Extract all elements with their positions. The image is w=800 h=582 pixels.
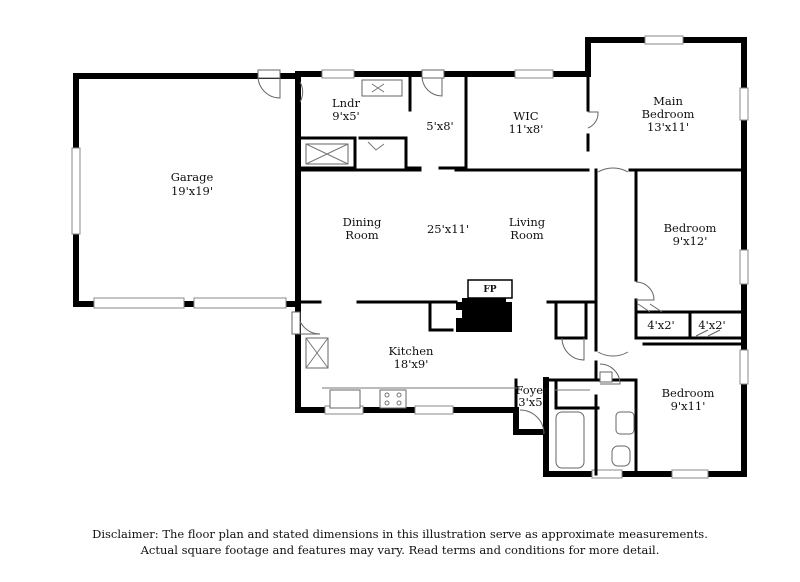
wic-dim: 11'x8' — [509, 122, 544, 136]
bedroom3-name: Bedroom — [662, 386, 715, 400]
main-bedroom-name1: Main — [653, 94, 683, 108]
living-name1: Living — [509, 215, 546, 229]
main-bedroom-dim: 13'x11' — [647, 120, 689, 134]
living-name2: Room — [510, 228, 544, 242]
dining-name1: Dining — [343, 215, 382, 229]
dining-name2: Room — [345, 228, 379, 242]
garage-dim: 19'x19' — [171, 184, 213, 198]
windows — [71, 35, 749, 479]
fixtures — [305, 79, 635, 469]
wic-name: WIC — [513, 109, 538, 123]
disclaimer-line-1: Disclaimer: The floor plan and stated di… — [92, 527, 708, 541]
fireplace-label: FP — [483, 285, 496, 295]
hall-dim: 5'x8' — [426, 119, 453, 133]
bedroom2-dim: 9'x12' — [673, 234, 708, 248]
laundry-dim: 9'x5' — [332, 109, 359, 123]
laundry-name: Lndr — [332, 96, 360, 110]
bedroom3-dim: 9'x11' — [671, 399, 706, 413]
doors — [257, 69, 721, 435]
living-dining-dim: 25'x11' — [427, 222, 469, 236]
disclaimer-line-2: Actual square footage and features may v… — [140, 543, 660, 557]
closet1-dim: 4'x2' — [647, 318, 674, 332]
main-bedroom-name2: Bedroom — [642, 107, 695, 121]
garage-name: Garage — [171, 170, 214, 184]
room-labels: Garage 19'x19' Lndr 9'x5' 5'x8' WIC 11'x… — [171, 94, 726, 413]
bedroom2-name: Bedroom — [664, 221, 717, 235]
foyer-dim: 3'x5' — [518, 395, 545, 409]
kitchen-dim: 18'x9' — [394, 357, 429, 371]
fireplace — [456, 279, 513, 332]
closet2-dim: 4'x2' — [698, 318, 725, 332]
kitchen-name: Kitchen — [389, 344, 435, 358]
interior-walls — [296, 72, 746, 476]
foyer-name: Foyer — [515, 383, 549, 397]
